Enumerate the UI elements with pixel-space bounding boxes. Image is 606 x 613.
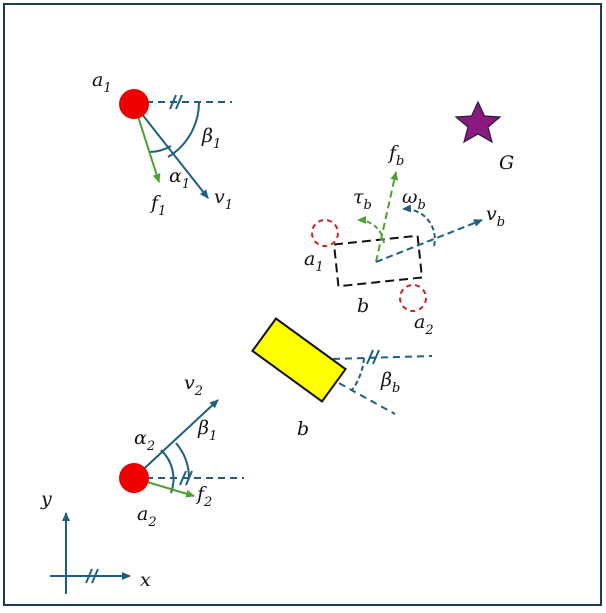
agent1-parallel-mark-1 [169,94,177,110]
small-box-group [311,171,483,312]
box-angular-velocity-arc [402,204,436,247]
agent1-force-label: f1 [149,192,166,219]
agent1-alpha-label: α1 [169,165,190,192]
small-box-outline [332,234,424,288]
agent2-beta-label: β1 [197,417,217,444]
agent1-velocity-label: v1 [214,186,233,213]
small-box-agent2-ghost [399,284,427,312]
large-box-parallel-mark-1 [366,349,374,365]
small-box-label: b [357,295,369,317]
agent2-group [119,399,244,498]
large-box-beta-arc [351,357,365,391]
agent2-beta-arc [175,442,190,479]
small-box-agent1-label: a1 [304,248,324,275]
box-torque-label: τb [353,186,372,213]
agent2-alpha-label: α2 [134,427,155,454]
large-yellow-box [251,317,347,403]
y-axis-label: y [40,488,52,510]
agent2-force-label: f2 [195,483,212,510]
agent1-beta-arc [167,101,201,158]
agent1-group [119,89,232,199]
agent2-velocity-label: v2 [184,372,203,399]
x-axis-parallel-mark-2 [91,568,99,584]
goal-star-icon [454,100,502,144]
large-box-parallel-mark-2 [372,349,380,365]
small-box-agent1-ghost [311,219,339,247]
agent2-parallel-mark-1 [179,470,187,486]
large-box-reference-dashed-line [296,355,433,361]
box-torque-arc [357,215,385,244]
large-box-beta-label: βb [380,369,400,396]
agent1-beta-label: β1 [201,125,221,152]
box-velocity-arrow [375,219,483,263]
small-box-agent2-label: a2 [414,311,434,338]
frame-border [3,3,602,606]
box-angular-velocity-label: ωb [402,186,426,213]
agent1-marker [119,89,149,119]
coordinate-axes [50,512,131,594]
large-box-group [251,317,433,415]
agent1-parallel-mark-2 [175,94,183,110]
agent2-marker [119,463,149,493]
box-force-label: fb [387,142,404,169]
goal-label: G [499,152,514,174]
box-force-arrow [375,171,399,263]
agent2-velocity-arrow [133,399,219,479]
large-box-label: b [297,418,309,440]
agent2-label: a2 [137,503,157,530]
agent1-velocity-arrow [133,103,209,199]
x-axis-label: x [140,569,151,591]
box-velocity-label: vb [486,203,505,230]
agent1-label: a1 [92,69,112,96]
x-axis-parallel-mark-1 [85,568,93,584]
